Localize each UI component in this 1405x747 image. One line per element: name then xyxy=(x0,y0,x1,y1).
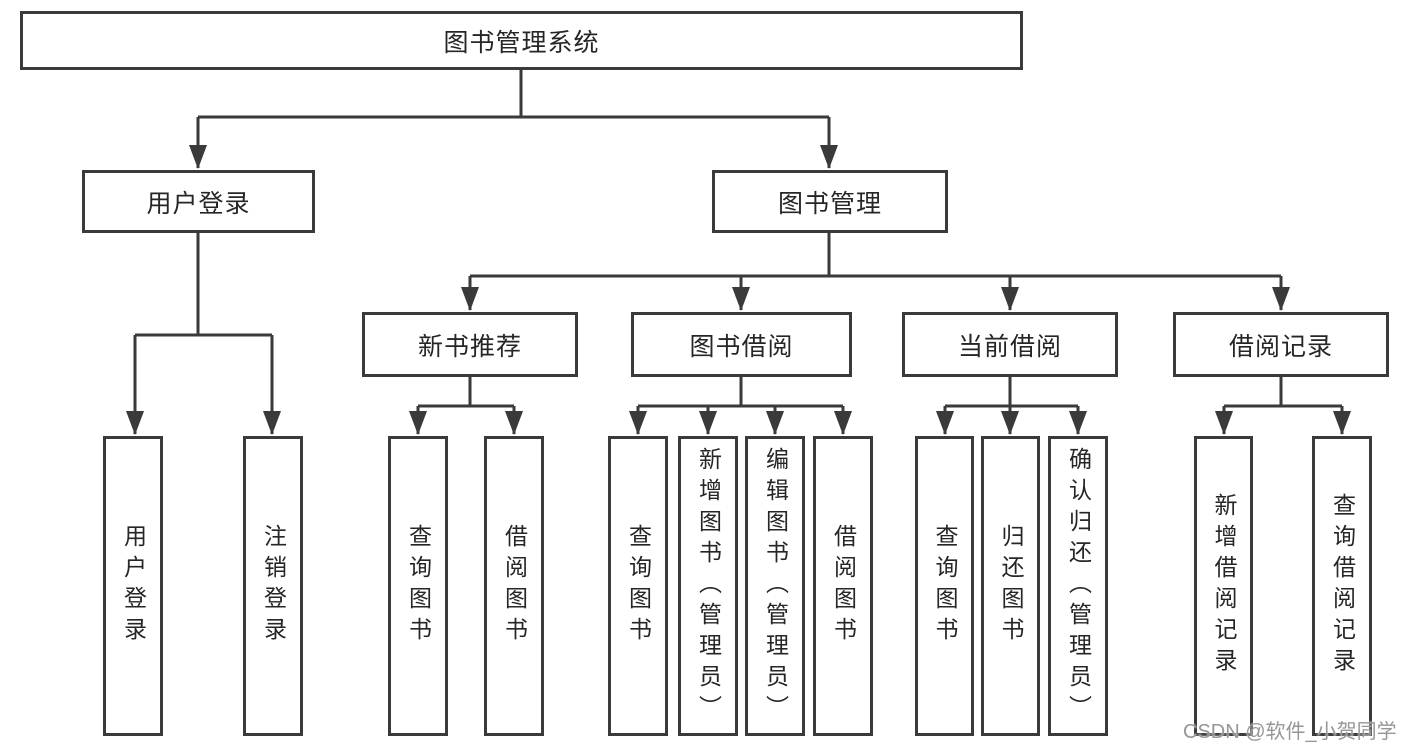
leaf-user-login-label: 用户登录 xyxy=(120,524,147,648)
node-book-borrow: 图书借阅 xyxy=(631,312,852,377)
leaf-edit-book-admin-label: 编辑图书（管理员） xyxy=(762,446,789,726)
leaf-query-book-recommend: 查询图书 xyxy=(388,436,448,736)
leaf-confirm-return-admin: 确认归还（管理员） xyxy=(1048,436,1108,736)
leaf-borrow-book-label: 借阅图书 xyxy=(830,524,857,648)
leaf-borrow-book-recommend-label: 借阅图书 xyxy=(501,524,528,648)
leaf-query-book-current-label: 查询图书 xyxy=(932,524,958,648)
node-current-borrow-label: 当前借阅 xyxy=(957,332,1062,361)
leaf-add-book-admin: 新增图书（管理员） xyxy=(678,436,738,736)
leaf-add-borrow-record: 新增借阅记录 xyxy=(1194,436,1253,736)
leaf-add-book-admin-label: 新增图书（管理员） xyxy=(695,446,722,726)
leaf-return-book: 归还图书 xyxy=(981,436,1040,736)
leaf-borrow-book-recommend: 借阅图书 xyxy=(484,436,544,736)
node-user-login-label: 用户登录 xyxy=(146,189,251,218)
node-book-management: 图书管理 xyxy=(712,170,948,233)
node-new-book-recommend: 新书推荐 xyxy=(362,312,578,377)
leaf-query-book-recommend-label: 查询图书 xyxy=(405,524,432,648)
node-new-book-recommend-label: 新书推荐 xyxy=(417,332,522,361)
leaf-logout: 注销登录 xyxy=(243,436,303,736)
leaf-query-borrow-record-label: 查询借阅记录 xyxy=(1329,493,1356,679)
leaf-query-book-borrow-label: 查询图书 xyxy=(625,524,652,648)
csdn-watermark: CSDN @软件_小贺同学 xyxy=(1183,721,1397,743)
leaf-add-borrow-record-label: 新增借阅记录 xyxy=(1211,493,1237,679)
leaf-edit-book-admin: 编辑图书（管理员） xyxy=(745,436,805,736)
node-book-management-label: 图书管理 xyxy=(777,189,882,218)
leaf-query-book-current: 查询图书 xyxy=(915,436,974,736)
leaf-query-book-borrow: 查询图书 xyxy=(608,436,668,736)
node-library-system-label: 图书管理系统 xyxy=(443,28,600,57)
node-library-system: 图书管理系统 xyxy=(20,11,1023,70)
leaf-confirm-return-admin-label: 确认归还（管理员） xyxy=(1065,446,1092,726)
node-book-borrow-label: 图书借阅 xyxy=(689,332,794,361)
leaf-borrow-book: 借阅图书 xyxy=(813,436,873,736)
node-borrow-records: 借阅记录 xyxy=(1173,312,1389,377)
leaf-logout-label: 注销登录 xyxy=(260,524,287,648)
leaf-return-book-label: 归还图书 xyxy=(998,524,1024,648)
node-current-borrow: 当前借阅 xyxy=(902,312,1118,377)
leaf-user-login: 用户登录 xyxy=(103,436,163,736)
node-borrow-records-label: 借阅记录 xyxy=(1228,332,1333,361)
node-user-login: 用户登录 xyxy=(82,170,315,233)
leaf-query-borrow-record: 查询借阅记录 xyxy=(1312,436,1372,736)
